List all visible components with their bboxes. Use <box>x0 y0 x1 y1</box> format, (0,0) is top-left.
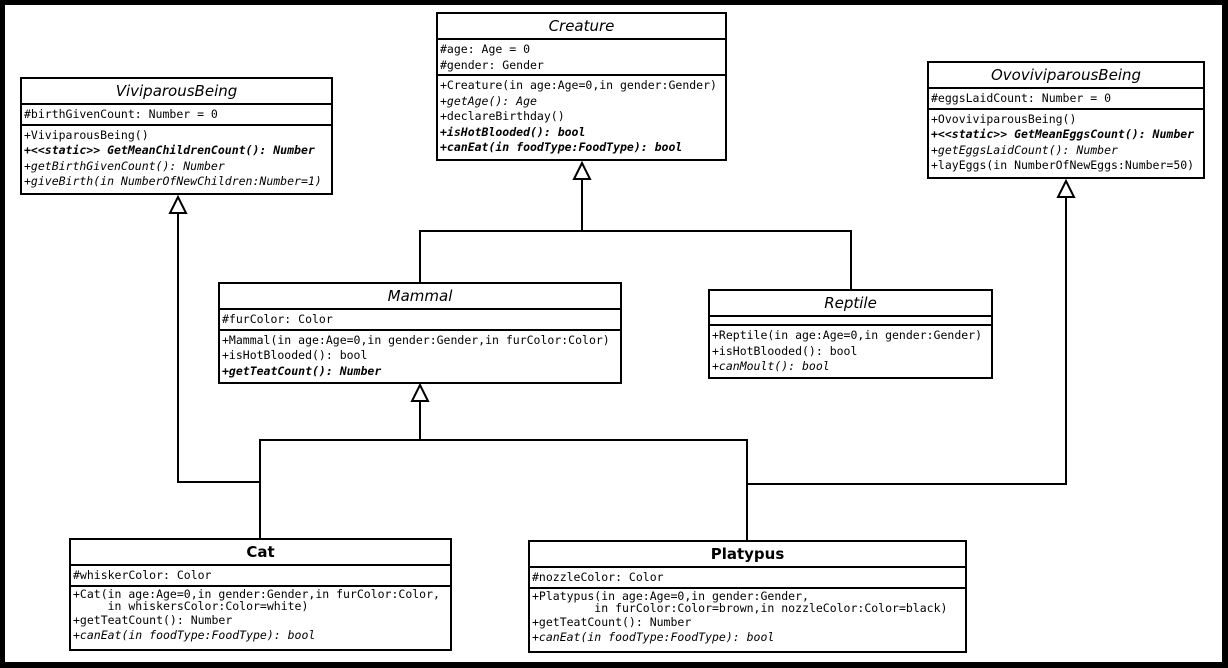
class-name: ViviparousBeing <box>22 79 331 105</box>
attribute: #gender: Gender <box>440 57 544 72</box>
operations-section: +Creature(in age:Age=0,in gender:Gender)… <box>438 76 725 157</box>
attributes-section: #birthGivenCount: Number = 0 <box>22 105 331 126</box>
class-name: Cat <box>71 540 450 566</box>
operation: +declareBirthday() <box>440 109 565 123</box>
operation: +Reptile(in age:Age=0,in gender:Gender) <box>712 328 983 342</box>
class-reptile[interactable]: Reptile +Reptile(in age:Age=0,in gender:… <box>708 289 993 379</box>
attribute: #eggsLaidCount: Number = 0 <box>931 91 1112 105</box>
operations-section: +Mammal(in age:Age=0,in gender:Gender,in… <box>220 331 620 381</box>
operation: +getTeatCount(): Number <box>532 614 692 629</box>
operation: +getAge(): Age <box>440 93 537 108</box>
attribute: #birthGivenCount: Number = 0 <box>24 107 218 121</box>
class-platypus[interactable]: Platypus #nozzleColor: Color +Platypus(i… <box>528 540 967 653</box>
mammal-to-creature-link <box>419 178 583 282</box>
operation: in furColor:Color=brown,in nozzleColor:C… <box>532 600 948 615</box>
attributes-section: #whiskerColor: Color <box>71 566 450 587</box>
operation: +<<static>> GetMeanChildrenCount(): Numb… <box>24 143 315 157</box>
ovoviviparous-inheritance-arrowhead <box>1056 178 1076 198</box>
operation: +canMoult(): bool <box>712 359 830 373</box>
operation: +giveBirth(in NumberOfNewChildren:Number… <box>24 174 322 188</box>
operation: +canEat(in foodType:FoodType): bool <box>73 628 316 642</box>
operation: +layEggs(in NumberOfNewEggs:Number=50) <box>931 158 1195 172</box>
class-creature[interactable]: Creature #age: Age = 0 #gender: Gender +… <box>436 12 727 161</box>
generalization-links <box>168 160 1076 540</box>
cat-to-mammal-link <box>259 400 421 538</box>
operations-section: +Cat(in age:Age=0,in gender:Gender,in fu… <box>71 587 450 645</box>
class-ovoviviparous-being[interactable]: OvoviviparousBeing #eggsLaidCount: Numbe… <box>927 61 1205 179</box>
class-name: Reptile <box>710 291 991 317</box>
attributes-section: #nozzleColor: Color <box>530 568 965 589</box>
platypus-to-mammal-link <box>420 439 748 540</box>
reptile-to-creature-link <box>582 230 852 289</box>
attributes-section <box>710 317 991 326</box>
attributes-section: #eggsLaidCount: Number = 0 <box>929 89 1203 110</box>
platypus-to-ovoviviparous-link <box>747 196 1067 485</box>
operation: +canEat(in foodType:FoodType): bool <box>440 140 683 154</box>
class-name: Creature <box>438 14 725 40</box>
operation: +Platypus(in age:Age=0,in gender:Gender, <box>532 588 809 603</box>
attribute: #nozzleColor: Color <box>532 570 664 584</box>
operations-section: +Reptile(in age:Age=0,in gender:Gender) … <box>710 326 991 376</box>
operations-section: +ViviparousBeing() +<<static>> GetMeanCh… <box>22 126 331 191</box>
attribute: #furColor: Color <box>222 312 333 326</box>
operation: +getEggsLaidCount(): Number <box>931 142 1118 157</box>
creature-inheritance-arrowhead <box>572 160 592 180</box>
attributes-section: #furColor: Color <box>220 310 620 331</box>
operation: +<<static>> GetMeanEggsCount(): Number <box>931 127 1195 141</box>
operation: +Mammal(in age:Age=0,in gender:Gender,in… <box>222 332 610 347</box>
viviparous-inheritance-arrowhead <box>168 194 188 214</box>
operation: +isHotBlooded(): bool <box>440 124 586 139</box>
class-name: OvoviviparousBeing <box>929 63 1203 89</box>
cat-to-viviparous-link <box>177 212 260 483</box>
operation: +getTeatCount(): Number <box>222 363 382 378</box>
operations-section: +OvoviviparousBeing() +<<static>> GetMea… <box>929 110 1203 175</box>
attribute: #whiskerColor: Color <box>73 568 212 582</box>
operation: +canEat(in foodType:FoodType): bool <box>532 630 775 644</box>
operation: +ViviparousBeing() <box>24 127 149 142</box>
operation: +OvoviviparousBeing() <box>931 111 1077 126</box>
attribute: #age: Age = 0 <box>440 42 531 56</box>
class-name: Mammal <box>220 284 620 310</box>
operation: +getTeatCount(): Number <box>73 612 233 627</box>
operation: +Cat(in age:Age=0,in gender:Gender,in fu… <box>73 586 440 601</box>
operations-section: +Platypus(in age:Age=0,in gender:Gender,… <box>530 589 965 647</box>
class-mammal[interactable]: Mammal #furColor: Color +Mammal(in age:A… <box>218 282 622 384</box>
operation: in whiskersColor:Color=white) <box>73 598 309 613</box>
class-cat[interactable]: Cat #whiskerColor: Color +Cat(in age:Age… <box>69 538 452 651</box>
operation: +isHotBlooded(): bool <box>222 348 368 362</box>
uml-class-diagram: Creature #age: Age = 0 #gender: Gender +… <box>5 5 1222 662</box>
mammal-inheritance-arrowhead <box>410 382 430 402</box>
class-viviparous-being[interactable]: ViviparousBeing #birthGivenCount: Number… <box>20 77 333 195</box>
operation: +getBirthGivenCount(): Number <box>24 158 225 173</box>
operation: +isHotBlooded(): bool <box>712 343 858 358</box>
class-name: Platypus <box>530 542 965 568</box>
operation: +Creature(in age:Age=0,in gender:Gender) <box>440 78 717 92</box>
attributes-section: #age: Age = 0 #gender: Gender <box>438 40 725 76</box>
